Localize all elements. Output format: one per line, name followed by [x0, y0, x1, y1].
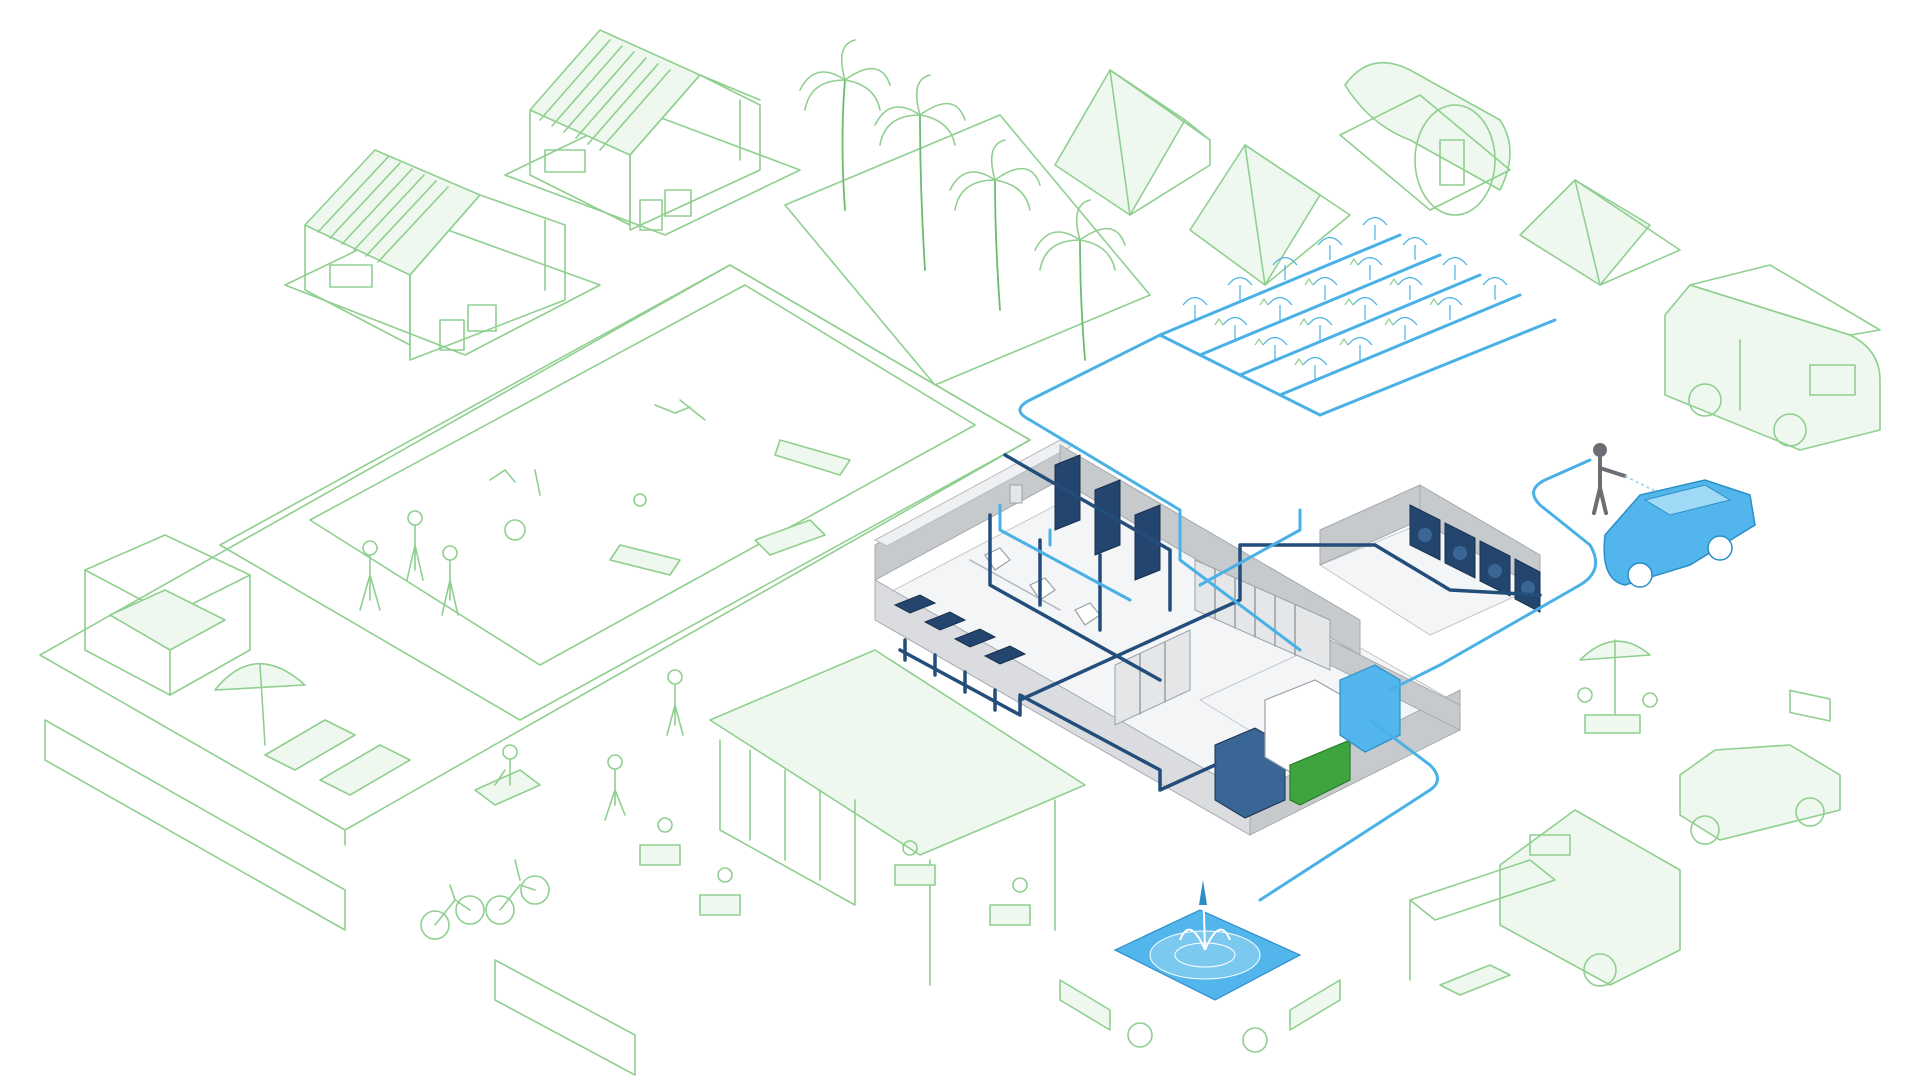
sanitary-building: [873, 439, 1542, 836]
cabin-back: [504, 29, 801, 236]
fountain-benches: [1059, 979, 1341, 1053]
water-treatment-tanks: [1214, 664, 1401, 819]
garden-sprinklers: [1158, 216, 1557, 417]
suv: [1679, 744, 1841, 845]
pool-swimmers: [489, 399, 851, 576]
walking-people: [604, 669, 684, 821]
palm-tree-1: [799, 39, 891, 211]
gazebo: [84, 534, 251, 696]
cyclists: [420, 859, 550, 940]
wash-basins: [893, 594, 1027, 665]
car-wash: [1592, 443, 1756, 588]
palm-tree-3: [949, 139, 1041, 311]
tent-1: [1054, 69, 1211, 216]
tent-3: [1519, 179, 1681, 286]
cafe: [709, 649, 1086, 986]
shower-cubicles: [1009, 454, 1161, 581]
laundry-washing-machines: [1409, 504, 1541, 613]
fountain: [1113, 879, 1302, 1001]
cafe-tables: [639, 817, 1031, 926]
umbrella: [214, 662, 306, 746]
cabin-front: [284, 149, 601, 361]
caravan: [1409, 809, 1681, 996]
car-wash-person: [1592, 443, 1656, 515]
camper-van: [1664, 264, 1881, 722]
greywater-pipes: [898, 453, 1542, 792]
pool-wall: [44, 719, 636, 1076]
recycled-water-pipes: [998, 333, 1598, 902]
palm-tree-4: [1034, 199, 1126, 361]
picnic-umbrella: [1577, 639, 1658, 734]
bench-with-person: [474, 744, 541, 806]
swimming-pool: [39, 264, 1031, 846]
tent-2: [1189, 144, 1351, 286]
sun-loungers: [264, 719, 411, 796]
people-on-deck: [359, 510, 459, 616]
palm-tree-2: [874, 74, 966, 271]
palm-grove: [784, 39, 1151, 386]
barrel-sauna: [1339, 61, 1511, 216]
